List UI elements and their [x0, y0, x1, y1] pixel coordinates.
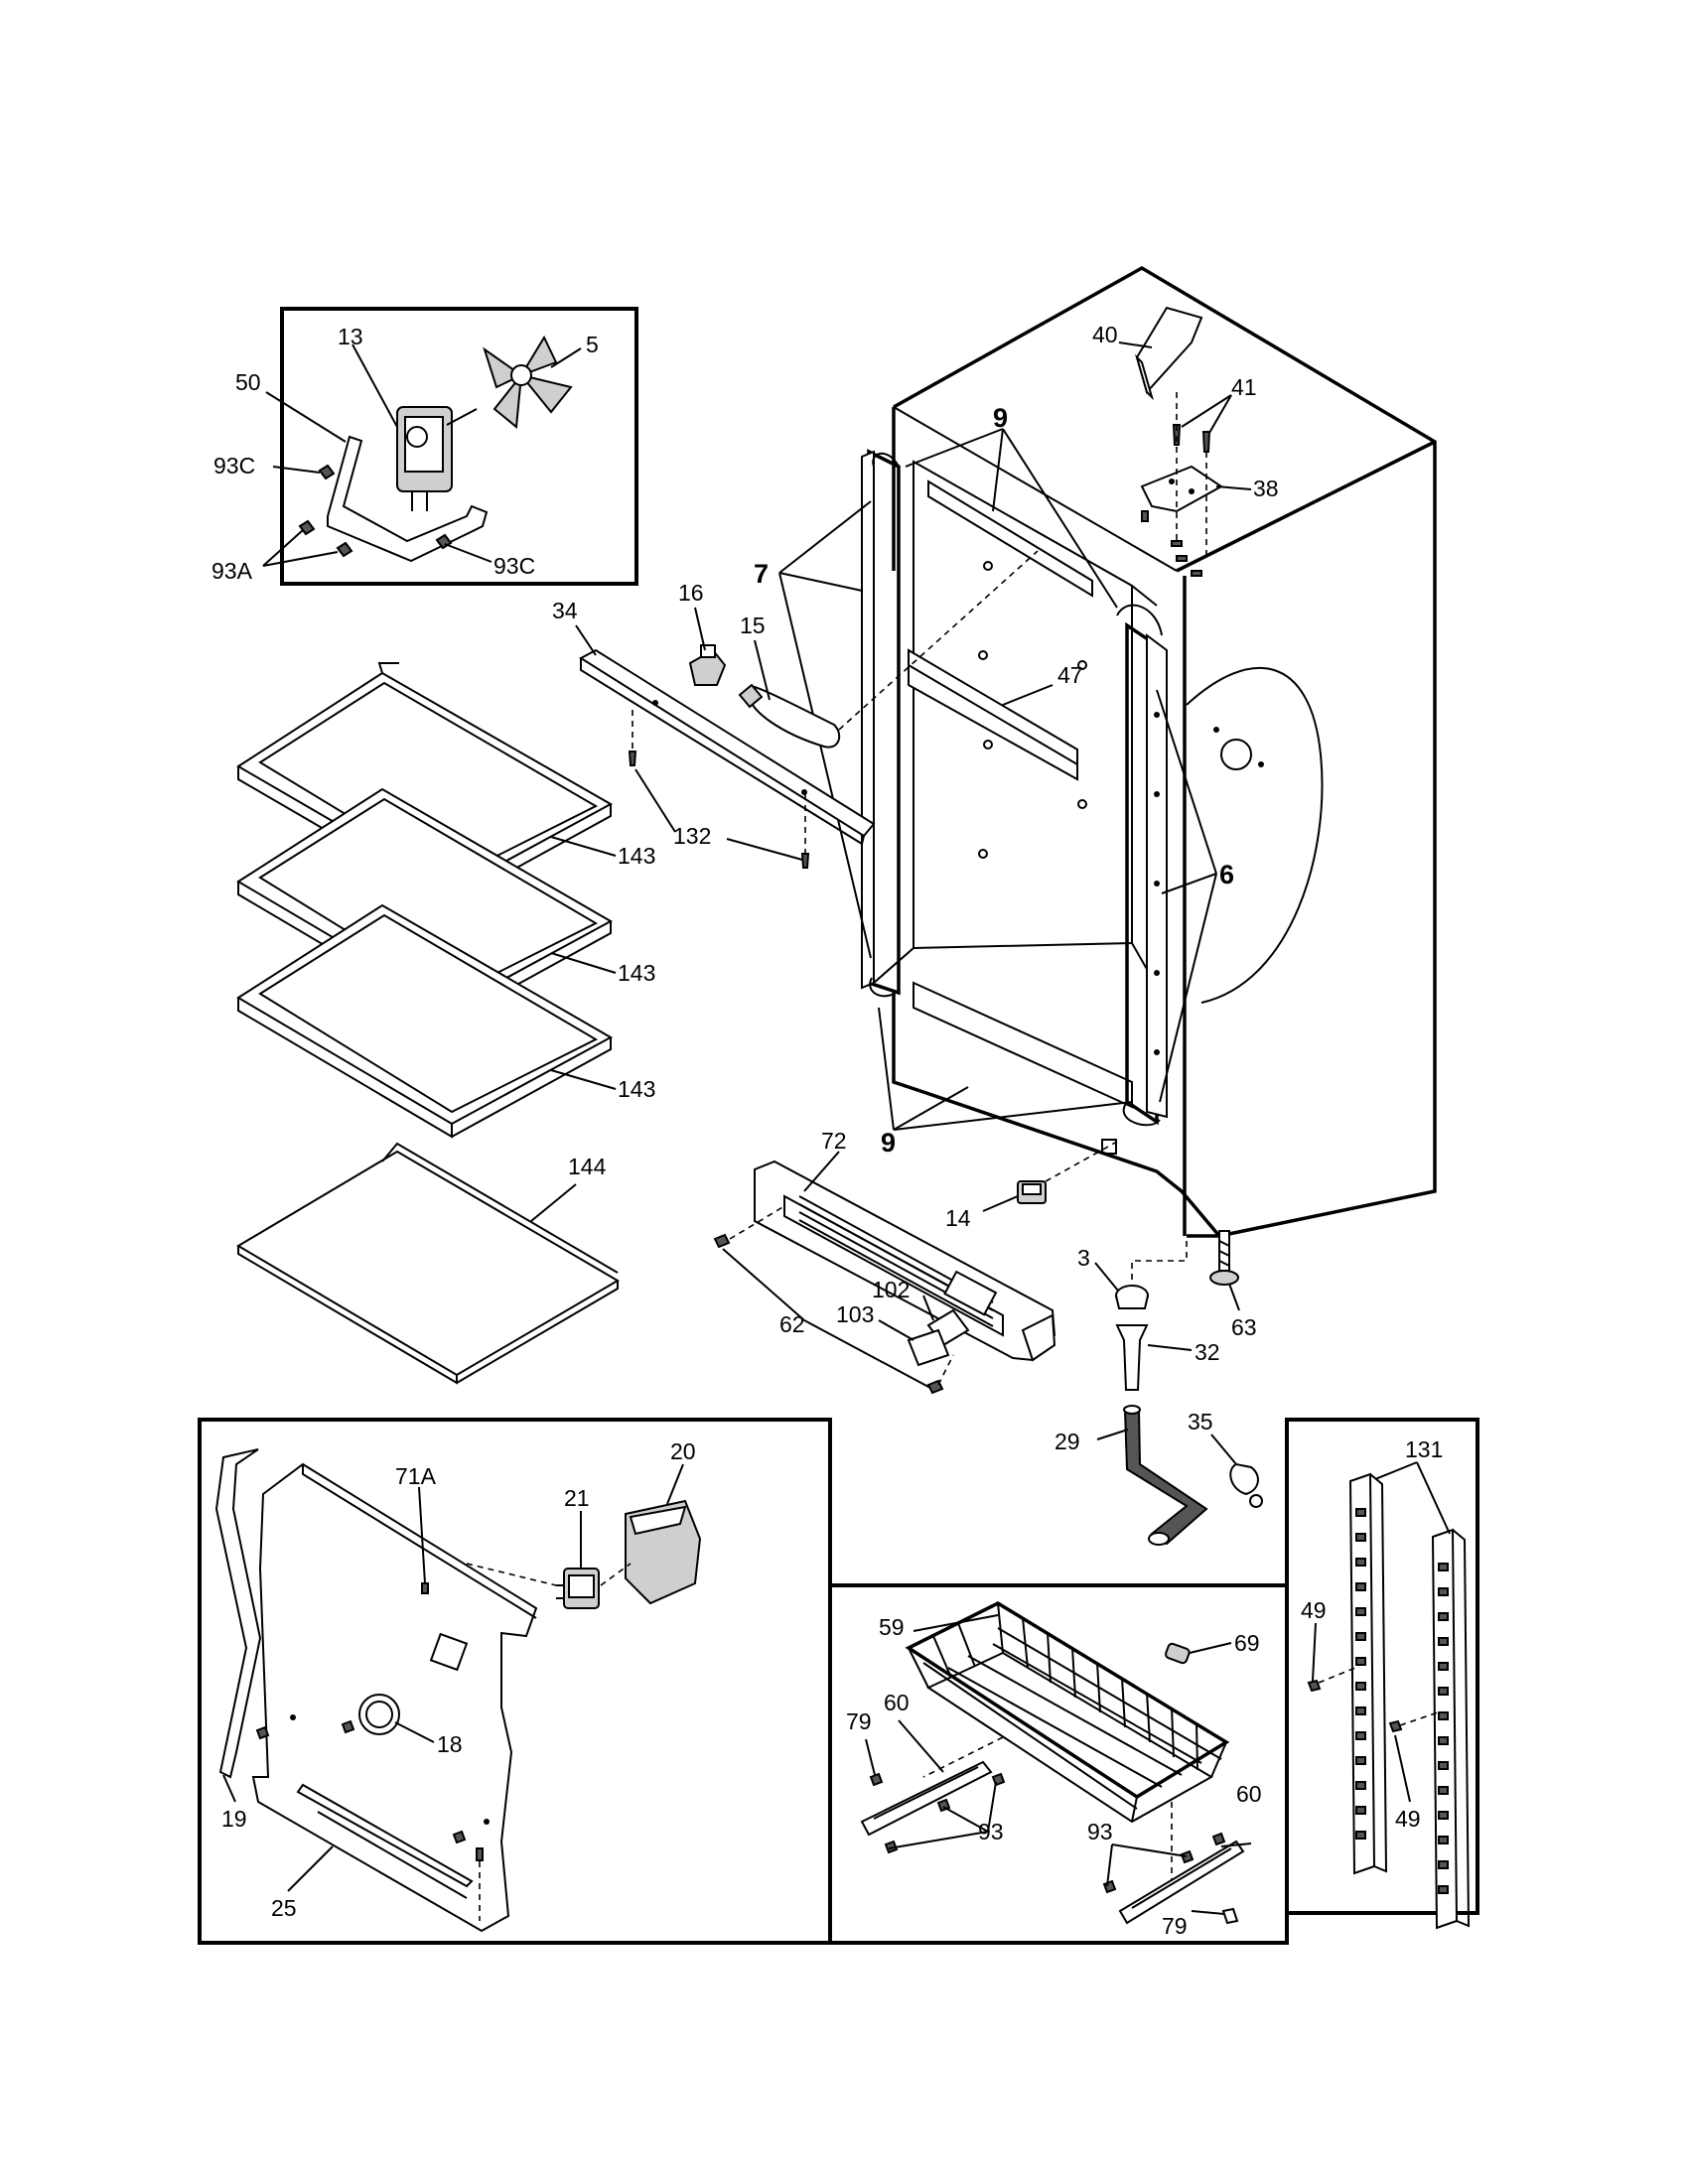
basket-slide-right: [1118, 1840, 1245, 1925]
callout-3: 3: [1077, 1245, 1090, 1271]
callout-18: 18: [437, 1731, 463, 1757]
drain-assembly: 3 32 29 35 63: [1055, 1230, 1263, 1546]
callout-25: 25: [271, 1895, 297, 1921]
callout-15: 15: [740, 613, 766, 638]
callout-41: 41: [1231, 374, 1257, 400]
callout-21: 21: [564, 1485, 590, 1511]
callout-103: 103: [836, 1301, 874, 1327]
wire-shelves: 143 143 143: [236, 662, 655, 1139]
basket-stop: [1165, 1642, 1191, 1665]
shelf-143-lower: [236, 903, 614, 1139]
callout-6: 6: [1219, 860, 1234, 889]
callout-16: 16: [678, 580, 704, 606]
callout-49-right: 49: [1395, 1806, 1421, 1832]
drain-hose: [1123, 1409, 1208, 1546]
callout-93-right: 93: [1087, 1819, 1113, 1844]
seal-strip: [214, 1448, 262, 1779]
callout-143-upper: 143: [618, 843, 655, 869]
freezer-cabinet: [873, 265, 1437, 1238]
light-bulb: [748, 685, 841, 749]
drain-tube: [1115, 1324, 1149, 1391]
hose-clamp: [1229, 1462, 1259, 1496]
callout-143-lower: 143: [618, 1076, 655, 1102]
light-bracket: [579, 648, 876, 838]
callout-14: 14: [945, 1205, 971, 1231]
callout-9-bottom: 9: [881, 1128, 896, 1158]
bottom-shelf-144: 144: [236, 1142, 620, 1385]
motor-bracket: [327, 435, 489, 563]
callout-102: 102: [872, 1277, 910, 1302]
fan-blade: [483, 335, 573, 429]
toe-grille-assembly: 72 14 62 102 103: [713, 1128, 1118, 1395]
basket-slide-left: [860, 1760, 993, 1837]
callout-71a: 71A: [395, 1463, 437, 1489]
callout-38: 38: [1253, 476, 1279, 501]
callout-72: 72: [821, 1128, 847, 1154]
callout-59: 59: [879, 1614, 905, 1640]
callout-132: 132: [673, 823, 711, 849]
shelf-support-inset: 131 49 49: [1285, 1418, 1479, 1930]
top-hinge-assembly: 40 41 38: [1092, 306, 1279, 577]
callout-63: 63: [1231, 1314, 1257, 1340]
basket-inset: 59 69 79 60 93 93 60 79: [846, 1601, 1262, 1939]
callout-40: 40: [1092, 322, 1118, 347]
callout-79-right: 79: [1162, 1913, 1188, 1939]
callout-29: 29: [1055, 1429, 1080, 1454]
callout-7: 7: [754, 559, 769, 589]
callout-62: 62: [779, 1311, 805, 1337]
callout-131: 131: [1405, 1436, 1443, 1462]
callout-9-top: 9: [993, 403, 1008, 433]
door-gasket: [861, 449, 1168, 1127]
fan-motor-inset: 13 5 50 93C 93A 93C: [211, 307, 638, 586]
evaporator-cover: [251, 1462, 538, 1933]
light-assembly: 34 16 15 47 132: [552, 550, 1083, 869]
shelf-support-left: [1348, 1472, 1388, 1875]
warning-label-103: [907, 1328, 950, 1367]
callout-144: 144: [568, 1154, 607, 1179]
callout-20: 20: [670, 1438, 696, 1464]
callout-13: 13: [338, 324, 363, 349]
wire-basket: [905, 1601, 1230, 1824]
callout-93-left: 93: [978, 1819, 1004, 1844]
callout-50: 50: [235, 369, 261, 395]
callout-32: 32: [1195, 1339, 1220, 1365]
evaporator-cover-inset: 71A 21 20 18 19 25: [198, 1418, 1289, 1945]
callout-93a: 93A: [211, 558, 253, 584]
gasket-callouts: 9 7 6 9: [754, 403, 1234, 1158]
callout-143-middle: 143: [618, 960, 655, 986]
callout-60-left: 60: [884, 1690, 910, 1715]
shelf-support-right: [1431, 1528, 1471, 1930]
callout-47: 47: [1057, 662, 1083, 688]
defrost-thermostat: [358, 1694, 400, 1735]
callout-49-left: 49: [1301, 1597, 1327, 1623]
hinge-plate: [1140, 465, 1223, 513]
callout-19: 19: [221, 1806, 247, 1832]
callout-69: 69: [1234, 1630, 1260, 1656]
callout-35: 35: [1188, 1409, 1213, 1434]
callout-60-right: 60: [1236, 1781, 1262, 1807]
callout-79-left: 79: [846, 1708, 872, 1734]
callout-34: 34: [552, 598, 578, 623]
callout-93c-lower: 93C: [493, 553, 535, 579]
callout-93c-upper: 93C: [213, 453, 255, 478]
callout-5: 5: [586, 332, 599, 357]
